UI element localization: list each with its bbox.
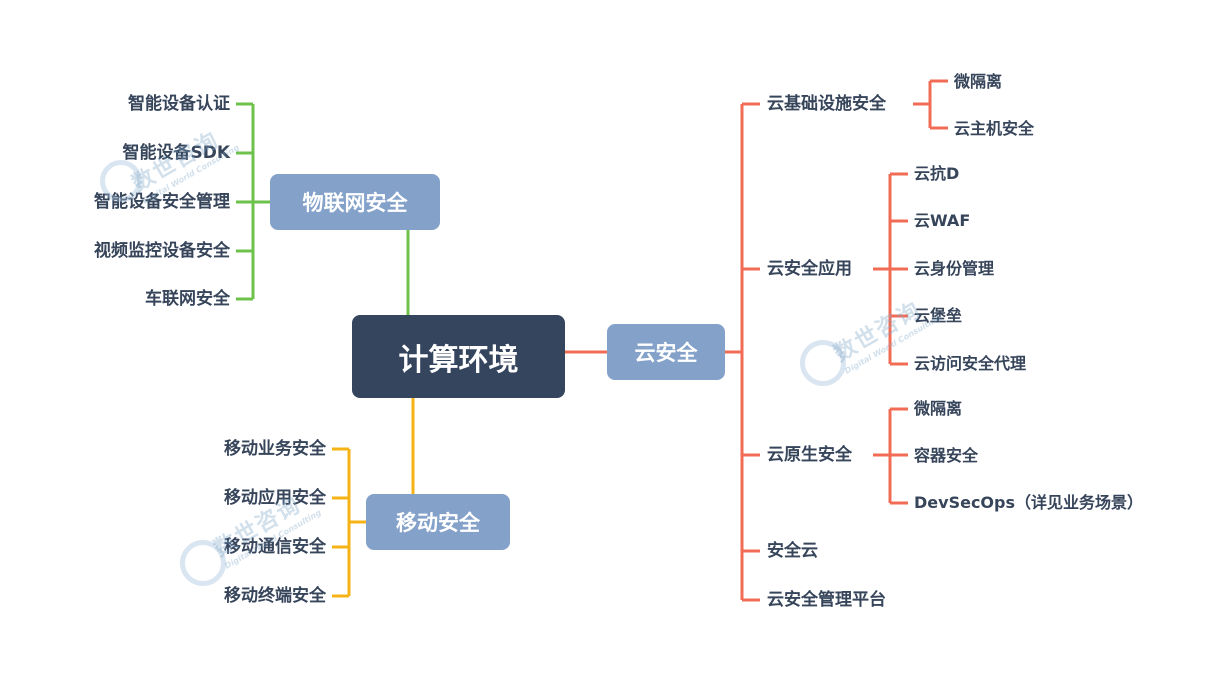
cloud-native-node[interactable]: 云原生安全 bbox=[767, 445, 852, 465]
root-node[interactable]: 计算环境 bbox=[352, 315, 565, 398]
mobile-leaf[interactable]: 移动通信安全 bbox=[224, 537, 326, 557]
cloud-app-node[interactable]: 云安全应用 bbox=[767, 259, 852, 279]
iot-label: 物联网安全 bbox=[302, 191, 408, 215]
cloud-app-leaf[interactable]: 云WAF bbox=[914, 211, 971, 230]
watermark-logo-icon bbox=[100, 160, 142, 202]
security-cloud-node[interactable]: 安全云 bbox=[767, 541, 818, 561]
iot-node[interactable]: 物联网安全 bbox=[270, 174, 440, 230]
iot-leaf[interactable]: 智能设备SDK bbox=[122, 143, 230, 163]
cloud-connectors bbox=[565, 79, 948, 602]
cloud-native-leaf[interactable]: 容器安全 bbox=[914, 446, 979, 465]
iot-leaf[interactable]: 视频监控设备安全 bbox=[94, 241, 230, 261]
cloud-mgmt-platform-node[interactable]: 云安全管理平台 bbox=[767, 590, 886, 610]
root-label: 计算环境 bbox=[398, 342, 519, 378]
cloud-app-leaf[interactable]: 云访问安全代理 bbox=[914, 354, 1027, 373]
cloud-infra-node[interactable]: 云基础设施安全 bbox=[767, 94, 886, 114]
iot-connectors bbox=[236, 102, 410, 315]
iot-leaf[interactable]: 智能设备认证 bbox=[128, 94, 230, 114]
watermark-logo-icon bbox=[180, 540, 226, 586]
cloud-infra-leaf[interactable]: 云主机安全 bbox=[954, 119, 1035, 138]
mobile-leaf[interactable]: 移动业务安全 bbox=[224, 439, 326, 459]
mobile-leaf[interactable]: 移动终端安全 bbox=[224, 586, 326, 606]
mobile-leaf[interactable]: 移动应用安全 bbox=[224, 488, 326, 508]
cloud-node[interactable]: 云安全 bbox=[607, 324, 725, 380]
cloud-app-leaf[interactable]: 云堡垒 bbox=[914, 306, 963, 325]
watermark-logo-icon bbox=[800, 340, 846, 386]
cloud-app-leaf[interactable]: 云抗D bbox=[914, 164, 960, 183]
mobile-node[interactable]: 移动安全 bbox=[366, 494, 510, 550]
iot-leaf[interactable]: 车联网安全 bbox=[145, 289, 230, 309]
mobile-connectors bbox=[332, 398, 415, 598]
cloud-label: 云安全 bbox=[634, 341, 698, 365]
mobile-label: 移动安全 bbox=[396, 511, 480, 535]
cloud-native-leaf[interactable]: DevSecOps（详见业务场景） bbox=[914, 493, 1144, 512]
cloud-app-leaf[interactable]: 云身份管理 bbox=[914, 259, 995, 278]
cloud-native-leaf[interactable]: 微隔离 bbox=[914, 399, 963, 418]
cloud-infra-leaf[interactable]: 微隔离 bbox=[954, 72, 1003, 91]
